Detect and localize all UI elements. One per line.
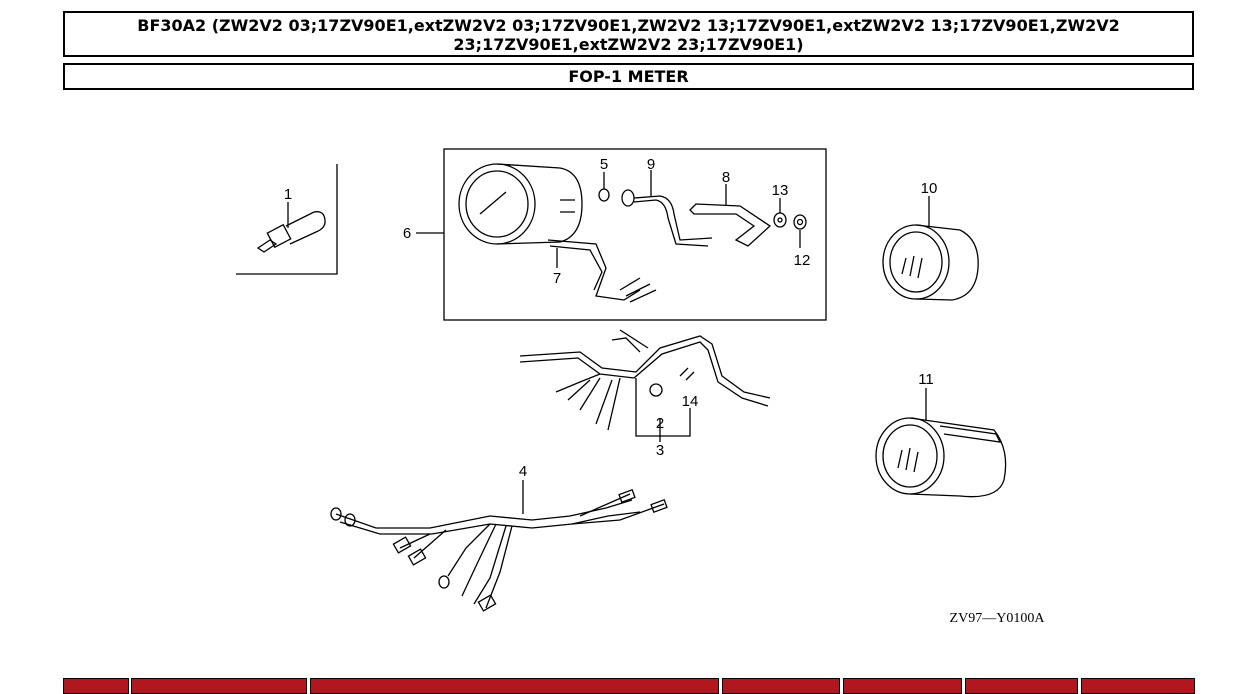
part-9-drawing [621, 170, 713, 247]
table-header-cell [965, 678, 1078, 694]
kit-box [443, 148, 827, 321]
table-header-cell [310, 678, 719, 694]
callout-13: 13 [772, 182, 789, 199]
part-10-drawing [882, 196, 979, 301]
part-11-drawing [875, 388, 1007, 498]
table-header-cell [722, 678, 840, 694]
harness-drawing [519, 329, 771, 442]
section-title: FOP-1 METER [63, 63, 1194, 90]
page-title: BF30A2 (ZW2V2 03;17ZV90E1,extZW2V2 03;17… [63, 11, 1194, 57]
part-1-drawing [236, 164, 338, 275]
callout-12: 12 [794, 252, 811, 269]
callout-9: 9 [647, 156, 655, 173]
table-header-cell [843, 678, 962, 694]
table-header-cell [131, 678, 307, 694]
callout-10: 10 [921, 180, 938, 197]
callout-3: 3 [656, 442, 664, 459]
callout-6: 6 [403, 225, 411, 242]
callout-11: 11 [918, 371, 934, 388]
table-header-cell [63, 678, 129, 694]
callout-1: 1 [284, 186, 292, 203]
table-header-cell [1081, 678, 1195, 694]
callout-8: 8 [722, 169, 730, 186]
part-4-drawing [330, 480, 668, 612]
tachometer-drawing [458, 163, 657, 303]
part-8-drawing [689, 184, 772, 247]
diagram-reference-code: ZV97—Y0100A [950, 611, 1046, 626]
callout-14: 14 [682, 393, 699, 410]
callout-4: 4 [519, 463, 527, 480]
callout-7: 7 [553, 270, 561, 287]
callout-2: 2 [656, 415, 664, 432]
callout-5: 5 [600, 156, 608, 173]
